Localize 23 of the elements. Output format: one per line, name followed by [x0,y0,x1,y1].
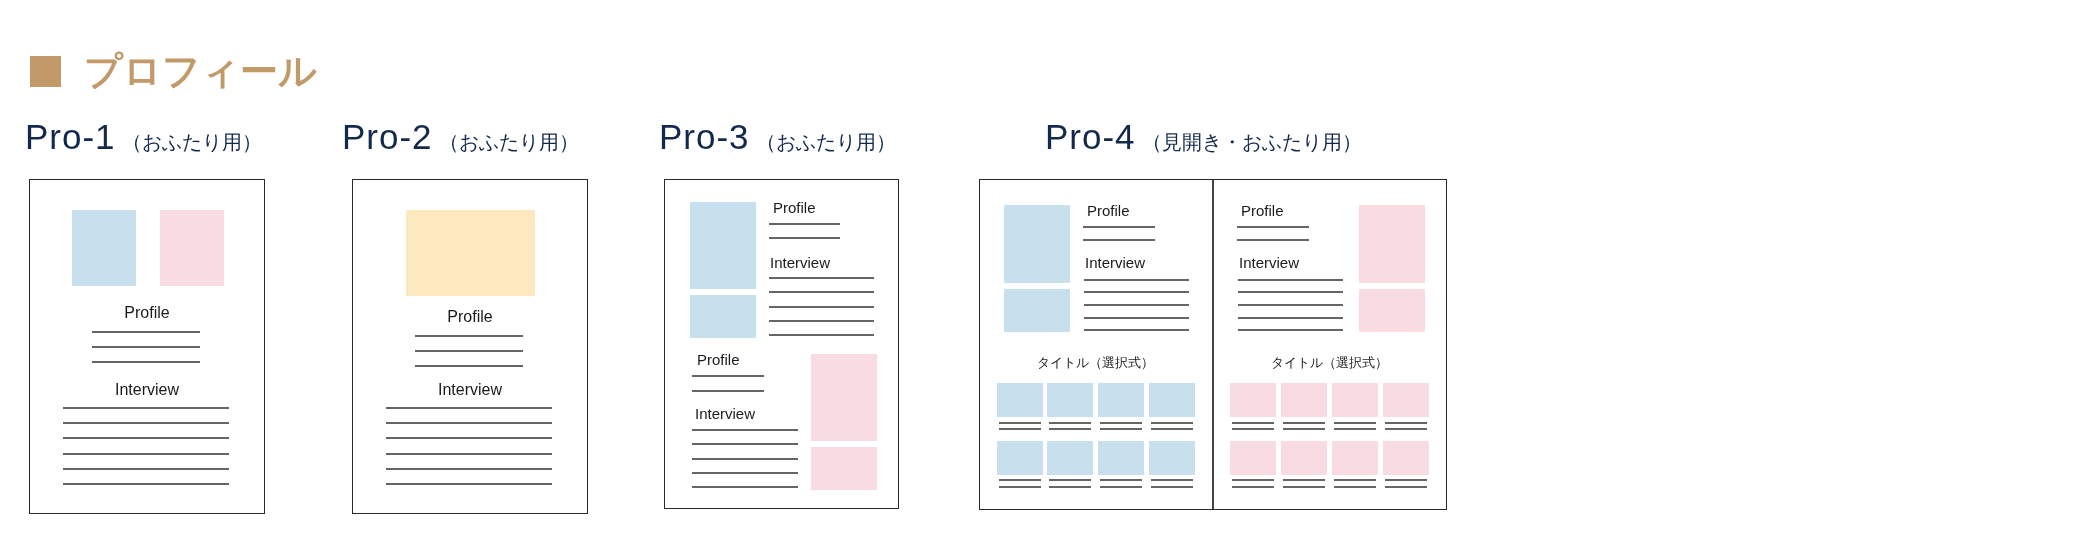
layout-name: Pro-3 [659,117,750,157]
section-label: Interview [770,252,831,272]
section-label: Interview [1085,252,1146,272]
section-label: Profile [697,349,740,369]
layout-name: Pro-1 [25,117,116,157]
section-label: Interview [695,403,756,423]
section-label: Profile [773,197,816,217]
section-title: プロフィール [84,49,317,93]
section-label: Interview [438,380,502,400]
layout-note: （おふたり用） [438,130,579,154]
layout-name: Pro-2 [342,117,433,157]
layout-note: （見開き・おふたり用） [1141,130,1362,154]
layout-note: （おふたり用） [755,130,896,154]
section-label: Profile [1241,200,1284,220]
section-label: Profile [1087,200,1130,220]
section-label: Interview [1239,252,1300,272]
section-label: タイトル（選択式） [1270,355,1388,371]
section-label: Profile [447,307,493,327]
section-label: Interview [115,380,179,400]
section-label: Profile [124,303,170,323]
layout-note: （おふたり用） [121,130,262,154]
layout-name: Pro-4 [1045,117,1136,157]
section-label: タイトル（選択式） [1036,355,1154,371]
